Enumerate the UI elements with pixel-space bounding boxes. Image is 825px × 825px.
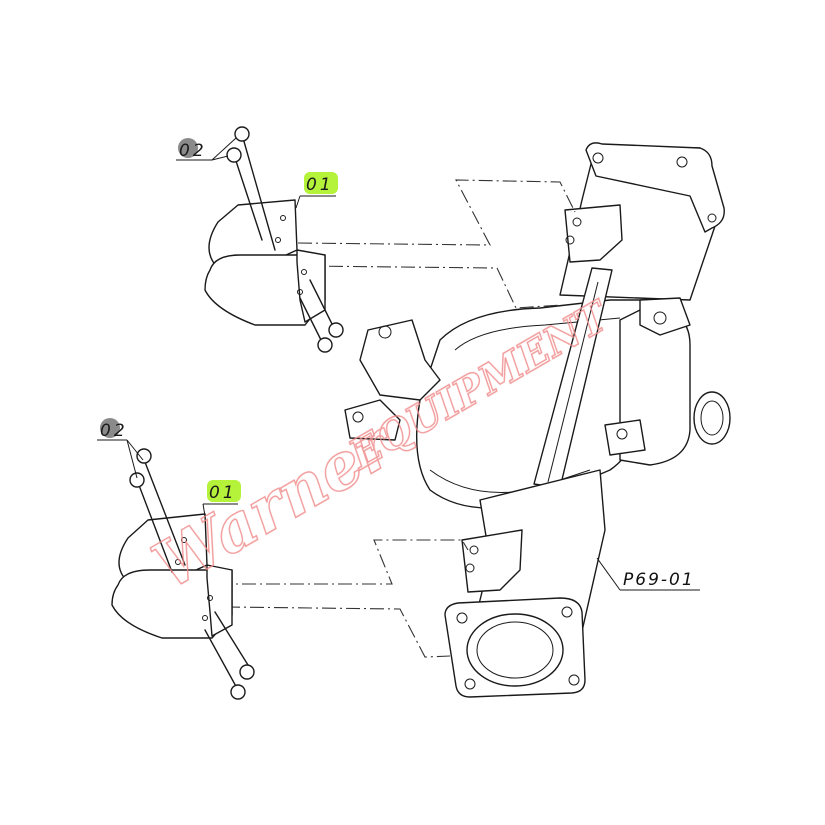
bottom-upper-bolts [129, 448, 186, 573]
part-reference-callout: P69-01 [596, 557, 700, 591]
top-guard-assembly [204, 126, 344, 353]
bottom-guard-assembly [111, 448, 255, 700]
callout-02-top-label: 02 [179, 141, 207, 161]
callout-02-bottom-label: 02 [100, 421, 128, 441]
part-reference-label: P69-01 [623, 570, 695, 590]
axle-housing [344, 142, 731, 698]
callout-01-top-label: 01 [306, 175, 334, 195]
alignment-lines [218, 179, 576, 658]
top-lower-bolts [299, 279, 344, 353]
callout-01-top: 01 [295, 172, 338, 209]
callout-01-bottom-label: 01 [209, 483, 237, 503]
callout-02-bottom: 02 [97, 418, 144, 479]
callout-02-top: 02 [176, 137, 237, 161]
callout-01-bottom: 01 [202, 480, 241, 517]
bottom-lower-bolts [204, 611, 255, 700]
top-upper-bolts [226, 126, 276, 251]
